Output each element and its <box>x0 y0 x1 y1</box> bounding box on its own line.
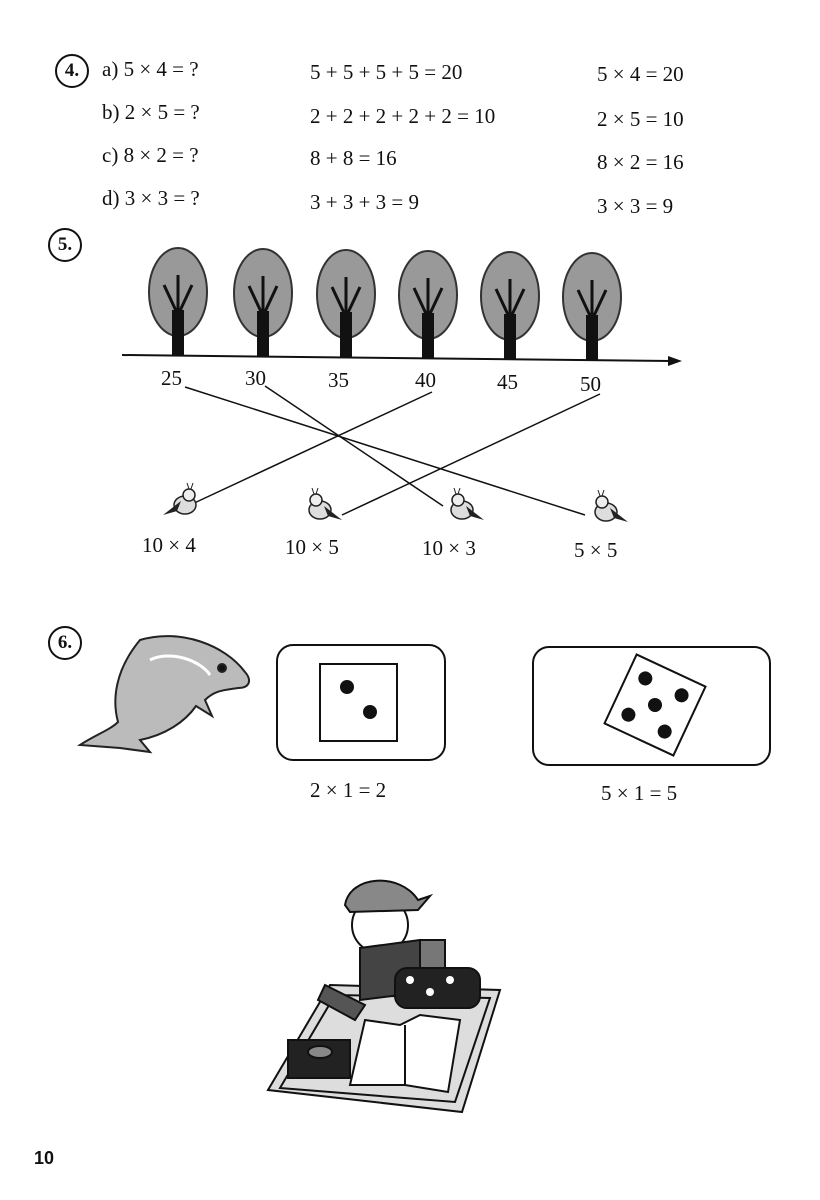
bird-icon <box>163 482 197 515</box>
die-five <box>603 653 707 757</box>
ex4-question-c: c) 8 × 2 = ? <box>102 143 199 167</box>
exercise-5-number: 5. <box>48 228 82 262</box>
bird-label-2: 10 × 5 <box>285 535 339 559</box>
match-line-30 <box>264 385 444 507</box>
birds <box>163 482 628 522</box>
tree-icon <box>480 251 540 360</box>
dice-equation-1: 2 × 1 = 2 <box>310 778 387 802</box>
page-number: 10 <box>34 1148 55 1168</box>
bird-label-3: 10 × 3 <box>422 536 476 560</box>
dice-box-2 <box>532 646 771 766</box>
ex4-question-b: b) 2 × 5 = ? <box>102 100 200 124</box>
ex4-addition-c: 8 + 8 = 16 <box>310 146 397 170</box>
ex4-addition-a: 5 + 5 + 5 + 5 = 20 <box>310 60 463 84</box>
axis-label-40: 40 <box>415 368 436 392</box>
dice-box-1 <box>276 644 446 761</box>
axis-label-35: 35 <box>328 368 349 392</box>
tree-icon <box>148 247 208 356</box>
ex4-result-d: 3 × 3 = 9 <box>597 194 674 218</box>
arrow-head-icon <box>668 356 682 366</box>
dolphin-illustration <box>77 635 251 754</box>
axis-label-50: 50 <box>580 372 601 396</box>
ex4-addition-b: 2 + 2 + 2 + 2 + 2 = 10 <box>310 104 496 128</box>
ex4-question-d: d) 3 × 3 = ? <box>102 186 200 210</box>
match-line-25 <box>184 386 586 516</box>
exercise-4-number: 4. <box>55 54 89 88</box>
ex4-question-a: a) 5 × 4 = ? <box>102 57 199 81</box>
axis-label-25: 25 <box>161 366 182 390</box>
tree-icon <box>398 250 458 359</box>
bird-icon <box>308 487 342 520</box>
tree-icon <box>562 252 622 361</box>
axis-label-30: 30 <box>245 366 266 390</box>
ex4-result-a: 5 × 4 = 20 <box>597 62 684 86</box>
tree-icon <box>316 249 376 358</box>
match-line-50 <box>341 393 601 516</box>
ex4-result-b: 2 × 5 = 10 <box>597 107 684 131</box>
axis-label-45: 45 <box>497 370 518 394</box>
ex4-addition-d: 3 + 3 + 3 = 9 <box>310 190 420 214</box>
tree-icon <box>233 248 293 357</box>
bird-icon <box>450 487 484 520</box>
die-two <box>319 663 398 742</box>
exercise-6-number: 6. <box>48 626 82 660</box>
ex4-result-c: 8 × 2 = 16 <box>597 150 684 174</box>
matching-lines <box>184 385 601 516</box>
bird-icon <box>594 489 628 522</box>
boy-reading-illustration <box>266 879 502 1114</box>
number-line <box>121 354 673 362</box>
trees <box>148 247 622 361</box>
dice-equation-2: 5 × 1 = 5 <box>601 781 678 805</box>
bird-label-1: 10 × 4 <box>142 533 196 557</box>
match-line-40 <box>189 391 433 506</box>
bird-label-4: 5 × 5 <box>574 538 618 562</box>
